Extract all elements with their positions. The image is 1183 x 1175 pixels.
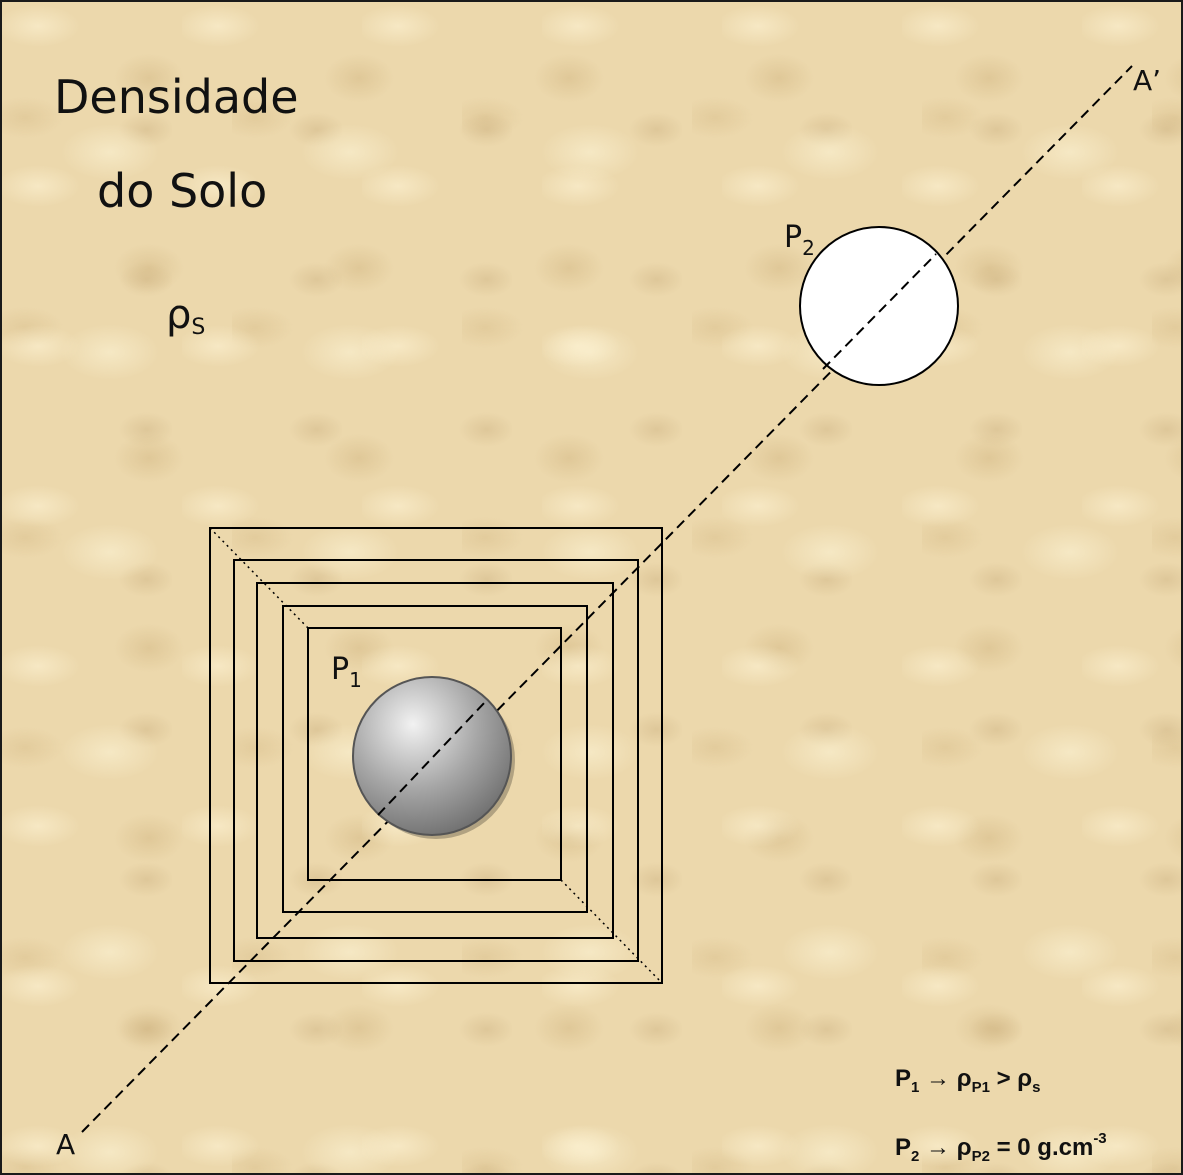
- corner-diagonals: [209, 527, 663, 984]
- legend-line-p2: P2 → ρP2 = 0 g.cm-3: [895, 1130, 1107, 1165]
- soil-density-rho: ρ: [166, 292, 192, 338]
- legend-p1-rho: ρ: [956, 1065, 972, 1092]
- legend-p1-relation: > ρ: [989, 1065, 1033, 1092]
- p2-label-letter: P: [784, 220, 803, 255]
- soil-density-symbol: ρS: [166, 292, 205, 340]
- legend-p1-letter: P: [895, 1065, 912, 1092]
- title-line-2: do Solo: [97, 164, 268, 218]
- legend-line-p1: P1 → ρP1 > ρs: [895, 1065, 1040, 1096]
- legend-p1-rho-subscript: P1: [971, 1079, 990, 1096]
- contour-square-5: [307, 627, 562, 881]
- legend-arrow-icon: →: [926, 1134, 951, 1161]
- contour-square-4: [282, 605, 588, 913]
- p2-void-body: [799, 226, 959, 386]
- contour-square-3: [256, 582, 614, 939]
- p1-dense-body: [352, 676, 512, 836]
- p2-label: P2: [784, 220, 815, 260]
- section-start-label: A: [56, 1128, 76, 1161]
- section-line-over-p1: [377, 699, 488, 816]
- legend-p2-rho: ρ: [956, 1134, 972, 1161]
- legend-p1-index: 1: [911, 1079, 920, 1096]
- legend-p2-letter: P: [895, 1134, 912, 1161]
- legend-p1-relation-subscript: s: [1032, 1079, 1041, 1096]
- legend-p2-unit-exponent: -3: [1093, 1130, 1107, 1147]
- p1-label-index: 1: [349, 668, 362, 692]
- contour-square-2: [233, 559, 639, 962]
- legend-arrow-icon: →: [926, 1065, 951, 1092]
- contour-square-1: [209, 527, 663, 984]
- p1-label-letter: P: [331, 652, 350, 687]
- p2-label-index: 2: [802, 236, 815, 260]
- soil-density-subscript: S: [191, 315, 206, 340]
- section-end-label: A’: [1133, 64, 1162, 97]
- section-line-over-p2: [822, 253, 937, 370]
- diagonal-bottom-right: [560, 879, 663, 984]
- section-line: [81, 65, 1133, 1133]
- p1-label: P1: [331, 652, 362, 692]
- legend-p2-rho-subscript: P2: [971, 1148, 990, 1165]
- title-line-1: Densidade: [54, 70, 299, 124]
- diagonal-top-left: [209, 527, 309, 629]
- legend-p2-relation: = 0 g.cm: [989, 1134, 1094, 1161]
- legend-p2-index: 2: [911, 1148, 920, 1165]
- contour-squares: [209, 527, 663, 984]
